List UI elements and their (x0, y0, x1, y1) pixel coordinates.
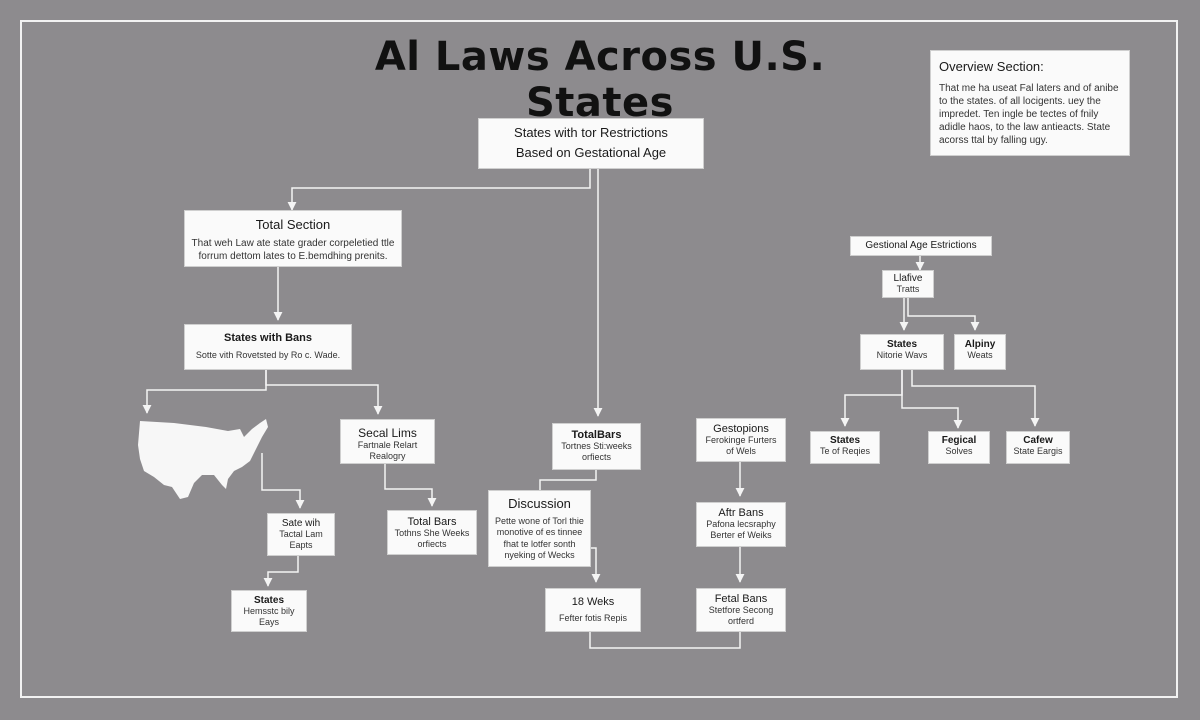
connector-bottom-join (589, 632, 741, 649)
node-root-line2: Based on Gestational Age (515, 145, 667, 160)
node-discussion-title: Discussion (508, 496, 571, 511)
connector-states-far (840, 370, 903, 427)
node-total-bars-mid-body: Tothns She Weeks orfiects (394, 528, 470, 550)
node-gestopions-body: Ferokinge Furters of Wels (705, 435, 777, 457)
node-aftr-bans-title: Aftr Bans (718, 507, 764, 519)
node-gestopions: Gestopions Ferokinge Furters of Wels (696, 418, 786, 462)
overview-panel: Overview Section: That me ha useat Fal l… (930, 50, 1130, 156)
connector-map-sate-wih (261, 453, 305, 509)
node-aftr-bans-body: Pafona lecsraphy Berter ef Weiks (706, 519, 776, 541)
node-states-with-bans: States with Bans Sotte vith Rovetsted by… (184, 324, 352, 370)
node-fetal-bans-title: Fetal Bans (714, 593, 768, 605)
diagram-frame (20, 20, 1178, 698)
node-fegical-title: Fegical (941, 435, 977, 446)
node-gestional-age: Gestional Age Estrictions (850, 236, 992, 256)
connector-states-fegical (901, 370, 963, 429)
node-total-section-body: That weh Law ate state grader corpeletie… (191, 238, 395, 262)
node-cafew-body: State Eargis (1013, 446, 1063, 456)
connector-totalbars-discussion (539, 470, 597, 490)
overview-heading: Overview Section: (939, 59, 1044, 74)
node-18-weks: 18 Weks Fefter fotis Repis (545, 588, 641, 632)
node-fetal-bans-body: Stetfore Secong ortferd (708, 605, 774, 627)
node-discussion-body: Pette wone of Torl thie monotive of es t… (495, 516, 584, 560)
node-cafew-title: Cafew (1023, 435, 1053, 446)
node-root: States with tor Restrictions Based on Ge… (478, 118, 704, 169)
node-fegical-body: Solves (945, 446, 973, 456)
node-states-with-bans-title: States with Bans (223, 332, 313, 344)
node-llafive: Llafive Tratts (882, 270, 934, 298)
node-states-right: States Nitorie Wavs (860, 334, 944, 370)
node-18-weks-title: 18 Weks (571, 596, 615, 608)
node-fegical: Fegical Solves (928, 431, 990, 464)
connector-bans-left (142, 370, 267, 414)
node-states-left-title: States (253, 595, 284, 606)
node-sate-wih-title: Sate wih (281, 518, 321, 529)
node-states-far: States Te of Reqies (810, 431, 880, 464)
node-secal-lims-body: Fartnale Relart Realogry (357, 440, 418, 462)
node-llafive-body: Tratts (896, 284, 920, 294)
connector-sate-wih-states (263, 556, 299, 587)
node-states-left: States Hemsstc bily Eays (231, 590, 307, 632)
node-secal-lims-title: Secal Lims (358, 426, 417, 440)
us-map-icon (138, 419, 268, 499)
node-total-section: Total Section That weh Law ate state gra… (184, 210, 402, 267)
node-total-bars-mid: Total Bars Tothns She Weeks orfiects (387, 510, 477, 555)
connector-llafive-alpiny (907, 298, 980, 331)
node-aftr-bans: Aftr Bans Pafona lecsraphy Berter ef Wei… (696, 502, 786, 547)
node-alpiny-body: Weats (967, 350, 993, 360)
node-alpiny: Alpiny Weats (954, 334, 1006, 370)
node-total-bars-mid-title: Total Bars (407, 516, 457, 528)
node-total-section-title: Total Section (255, 217, 331, 232)
node-total-bars-center-title: TotalBars (571, 429, 622, 441)
overview-body: That me ha useat Fal laters and of anibe… (939, 83, 1119, 146)
node-states-right-body: Nitorie Wavs (876, 350, 928, 360)
node-states-left-body: Hemsstc bily Eays (243, 606, 295, 628)
node-states-with-bans-body: Sotte vith Rovetsted by Ro c. Wade. (195, 350, 341, 360)
node-18-weks-body: Fefter fotis Repis (558, 613, 628, 623)
node-cafew: Cafew State Eargis (1006, 431, 1070, 464)
node-gestional-age-title: Gestional Age Estrictions (865, 240, 977, 251)
node-discussion: Discussion Pette wone of Torl thie monot… (488, 490, 591, 567)
node-states-far-title: States (829, 435, 860, 446)
node-total-bars-center: TotalBars Tortnes Sti:weeks orfiects (552, 423, 641, 470)
connector-bans-secal (265, 370, 383, 415)
connector-secal-total-bars (384, 464, 437, 507)
node-states-far-body: Te of Reqies (819, 446, 871, 456)
node-gestopions-title: Gestopions (713, 423, 769, 435)
connector-root-total-section (287, 168, 591, 211)
node-llafive-title: Llafive (893, 273, 923, 284)
node-total-bars-center-body: Tortnes Sti:weeks orfiects (561, 441, 632, 463)
node-alpiny-title: Alpiny (964, 339, 996, 350)
node-fetal-bans: Fetal Bans Stetfore Secong ortferd (696, 588, 786, 632)
node-secal-lims: Secal Lims Fartnale Relart Realogry (340, 419, 435, 464)
node-states-right-title: States (886, 339, 917, 350)
node-sate-wih: Sate wih Tactal Lam Eapts (267, 513, 335, 556)
node-sate-wih-body: Tactal Lam Eapts (279, 529, 323, 551)
connector-states-cafew (911, 370, 1040, 427)
node-root-line1: States with tor Restrictions (514, 125, 668, 140)
